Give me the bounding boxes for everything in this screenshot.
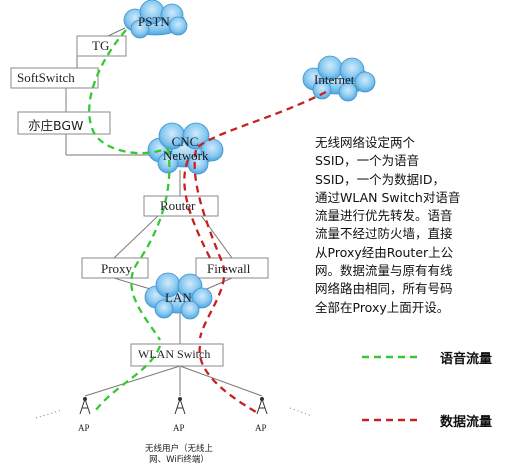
description-line: 流量不经过防火墙，直接 xyxy=(315,226,453,242)
description-text: 无线网络设定两个 SSID，一个为语音 SSID，一个为数据ID， 通过WLAN… xyxy=(315,134,525,317)
description-line: 从Proxy经由Router上公 xyxy=(315,244,454,260)
wireless-users-line1: 无线用户（无线上 xyxy=(144,444,213,454)
voice-traffic-path xyxy=(88,29,171,411)
description-line: 全部在Proxy上面开设。 xyxy=(315,299,450,315)
ap-icon-2 xyxy=(174,397,186,415)
firewall-box xyxy=(195,257,269,279)
wireless-users-line2: 网、WiFi终端） xyxy=(149,455,209,465)
lan-label: LAN xyxy=(165,290,192,305)
lan-cloud xyxy=(144,272,213,320)
proxy-label: Proxy xyxy=(101,261,133,276)
data-traffic-path xyxy=(183,90,327,413)
cnc-label: CNC Network xyxy=(163,134,209,163)
ap-icon-1 xyxy=(79,397,91,415)
description-line: 通过WLAN Switch对语音 xyxy=(315,189,461,205)
internet-cloud xyxy=(302,55,376,102)
wlan-switch-label: WLAN Switch xyxy=(138,347,211,361)
firewall-label: Firewall xyxy=(207,261,251,276)
wireless-users-label: 无线用户（无线上 网、WiFi终端） xyxy=(124,444,234,466)
pstn-label: PSTN xyxy=(138,14,170,29)
ap-icon-3 xyxy=(256,397,268,415)
description-line: SSID，一个为语音 xyxy=(315,153,420,169)
description-line: 网络路由相同，所有号码 xyxy=(315,281,453,297)
clouds xyxy=(123,0,376,320)
ap-antenna-icons xyxy=(79,397,268,415)
pstn-cloud xyxy=(123,0,188,39)
internet-label: Internet xyxy=(314,72,355,87)
legend-data-label: 数据流量 xyxy=(440,415,493,430)
ap-label-3: AP xyxy=(255,423,267,433)
ap-label-1: AP xyxy=(78,423,90,433)
bgw-label: 亦庄BGW xyxy=(28,118,84,133)
description-line: 网。数据流量与原有有线 xyxy=(315,263,453,279)
description-line: 流量进行优先转发。语音 xyxy=(315,208,453,224)
description-line: 无线网络设定两个 xyxy=(315,135,416,150)
legend-voice-label: 语音流量 xyxy=(440,352,493,367)
tg-box xyxy=(76,35,127,57)
cnc-label-line2: Network xyxy=(163,148,209,163)
ap-label-2: AP xyxy=(173,423,185,433)
connection-lines xyxy=(35,27,313,419)
softswitch-label: SoftSwitch xyxy=(17,70,75,85)
bgw-box xyxy=(17,111,111,135)
router-label: Router xyxy=(160,198,196,213)
softswitch-box xyxy=(10,67,99,89)
description-line: SSID，一个为数据ID， xyxy=(315,171,445,187)
tg-label: TG xyxy=(92,38,110,53)
cnc-label-line1: CNC xyxy=(171,134,199,149)
